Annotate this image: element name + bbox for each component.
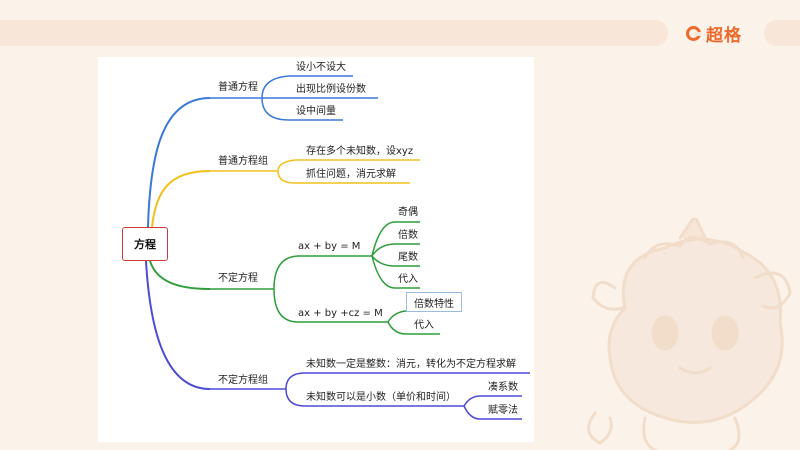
- sub-node-three-var: ax + by +cz = M: [298, 308, 383, 319]
- leaf-node: 赋零法: [488, 405, 518, 416]
- leaf-node: 设中间量: [296, 106, 336, 117]
- header-bar: [0, 20, 668, 46]
- leaf-node: 尾数: [398, 252, 418, 263]
- connector-root-branch1: [147, 97, 211, 228]
- leaf-node: 存在多个未知数，设xyz: [306, 146, 414, 157]
- brand-name: 超格: [706, 25, 742, 46]
- leaf-node: 抓住问题，消元求解: [306, 169, 396, 180]
- branch-label-indefinite-system: 不定方程组: [218, 375, 268, 386]
- unicorn-mascot-icon: [587, 218, 792, 450]
- leaf-node: 未知数一定是整数：消元，转化为不定方程求解: [306, 359, 516, 370]
- mindmap-root-node: 方程: [122, 227, 168, 261]
- logo-icon: [686, 25, 701, 41]
- leaf-node: 代入: [398, 274, 418, 285]
- sub-node-decimal: 未知数可以是小数（单价和时间）: [306, 392, 456, 403]
- branch-label-normal-equation: 普通方程: [218, 82, 258, 93]
- leaf-node: 代入: [414, 320, 434, 331]
- leaf-node: 凑系数: [488, 382, 518, 393]
- leaf-node: 设小不设大: [296, 62, 346, 73]
- branch-label-indefinite-equation: 不定方程: [218, 273, 258, 284]
- connector-root-branch2: [151, 170, 211, 228]
- leaf-node: 出现比例设份数: [296, 84, 366, 95]
- leaf-node: 倍数: [398, 230, 418, 241]
- slide-canvas: [98, 57, 534, 442]
- leaf-node-highlighted: 倍数特性: [406, 292, 462, 312]
- connector-root-branch3: [149, 260, 211, 290]
- brand-logo: 超格: [686, 21, 742, 46]
- header-bar-end: [764, 20, 800, 46]
- sub-node-two-var: ax + by = M: [298, 241, 361, 252]
- connector-root-branch4: [145, 260, 211, 390]
- branch-label-equation-system: 普通方程组: [218, 156, 268, 167]
- leaf-node: 奇偶: [398, 207, 418, 218]
